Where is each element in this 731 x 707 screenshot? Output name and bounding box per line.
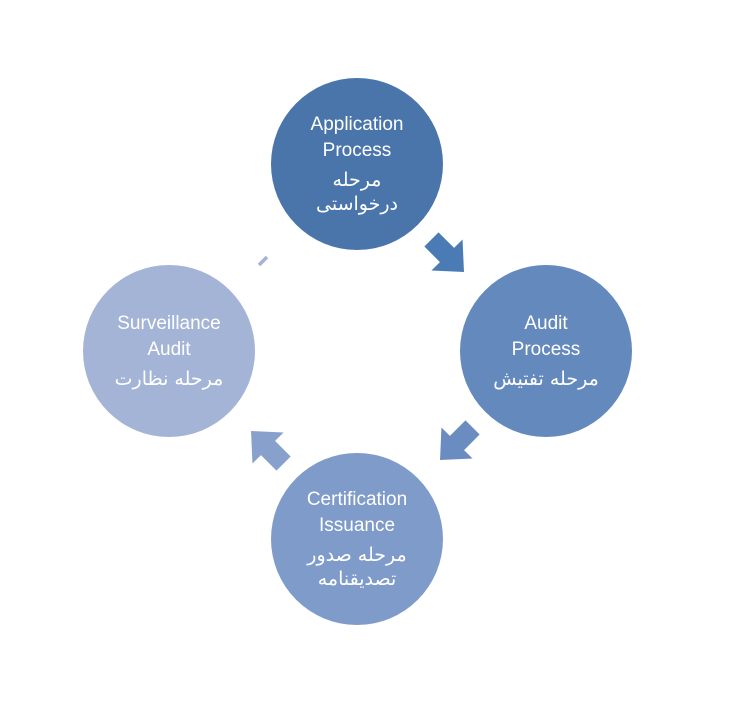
stage-label-en: Certification	[306, 489, 408, 510]
stage-label-fa: مرحله	[332, 169, 382, 191]
stage-certification-issuance: Certification Issuance مرحله صدور تصدیقن…	[271, 453, 443, 625]
stage-audit-process: Audit Process مرحله تفتیش	[460, 265, 632, 437]
stage-label-en: Process	[322, 140, 392, 161]
stage-label-en: Issuance	[318, 515, 396, 536]
stage-label-en: Surveillance	[117, 313, 221, 334]
arrow-2-to-3	[440, 420, 480, 460]
arrow-1-to-2	[424, 232, 464, 272]
stage-label-fa: مرحله نظارت	[114, 368, 224, 390]
stage-label-fa: مرحله تفتیش	[493, 368, 599, 390]
stage-label-fa: درخواستی	[316, 193, 398, 215]
stage-surveillance-audit: Surveillance Audit مرحله نظارت	[83, 265, 255, 437]
stage-label-fa: تصدیقنامه	[317, 568, 397, 590]
stage-application-process: Application Process مرحله درخواستی	[271, 78, 443, 250]
stage-label-en: Audit	[147, 339, 191, 360]
arrow-3-to-4	[251, 431, 291, 471]
stage-label-en: Audit	[524, 313, 568, 334]
arrow-4-to-1-fragment	[257, 255, 269, 267]
stage-label-fa: مرحله صدور	[307, 544, 407, 566]
stage-label-en: Process	[511, 339, 581, 360]
stage-label-en: Application	[310, 114, 404, 135]
